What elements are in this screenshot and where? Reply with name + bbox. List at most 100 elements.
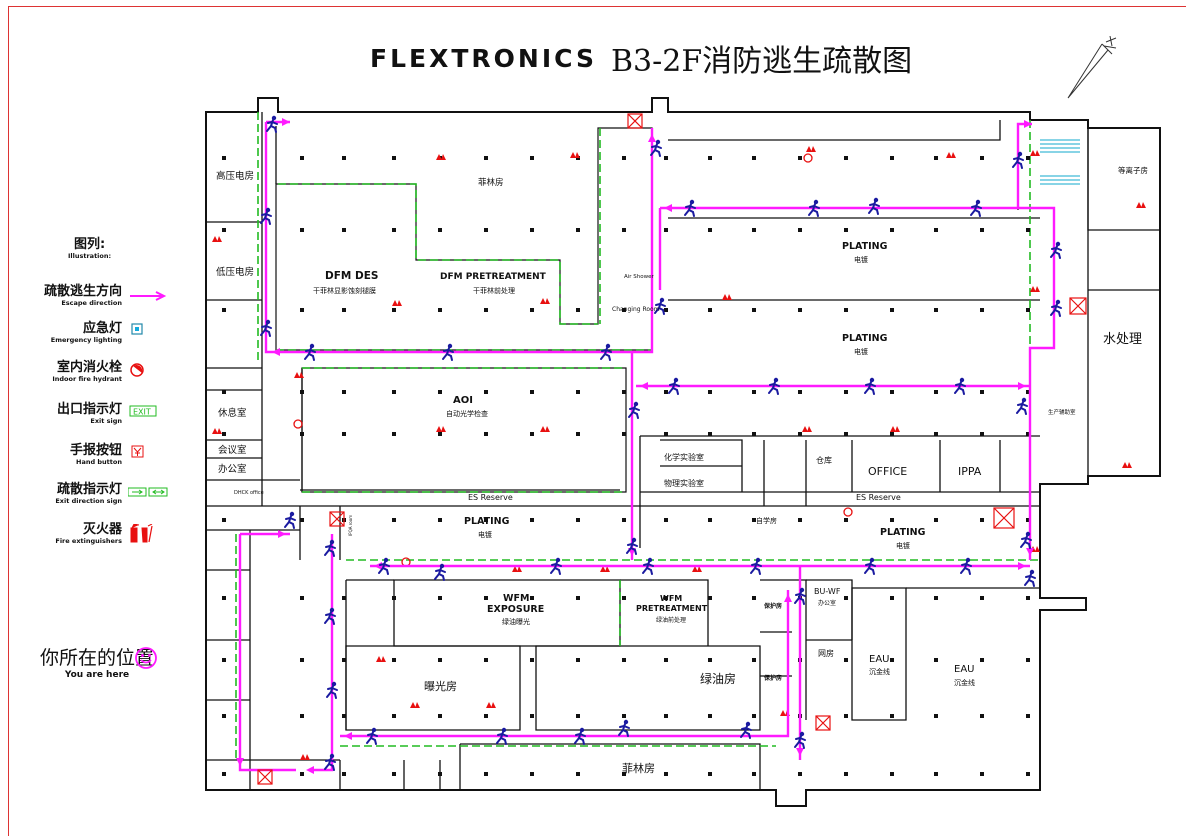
column-dot xyxy=(980,658,984,662)
running-man-icon xyxy=(378,557,390,575)
running-man-icon xyxy=(304,343,316,361)
column-dot xyxy=(890,156,894,160)
column-dot xyxy=(798,518,802,522)
room-label: IPPA xyxy=(958,465,982,478)
extinguisher-icon xyxy=(436,426,446,432)
running-man-icon xyxy=(574,727,586,745)
room-labels: 高压电房 低压电房 菲林房 DFM DES 干菲林显影蚀刻褪膜 DFM PRET… xyxy=(216,165,1148,775)
column-dot xyxy=(622,714,626,718)
column-dot xyxy=(890,228,894,232)
north-arrow-icon xyxy=(1067,36,1117,99)
column-dot xyxy=(530,432,534,436)
column-dot xyxy=(890,714,894,718)
column-dot xyxy=(576,390,580,394)
stair-exit-icon xyxy=(257,769,273,785)
running-man-icon xyxy=(868,197,880,215)
column-dot xyxy=(300,596,304,600)
column-dot xyxy=(222,596,226,600)
column-dot xyxy=(890,772,894,776)
column-dot xyxy=(1026,518,1030,522)
running-man-icon xyxy=(684,199,696,217)
column-dot xyxy=(798,772,802,776)
column-dot xyxy=(844,308,848,312)
column-dot xyxy=(392,658,396,662)
route-arrowhead xyxy=(648,134,656,142)
column-dot xyxy=(890,390,894,394)
column-dot xyxy=(1026,714,1030,718)
extinguisher-icon xyxy=(540,426,550,432)
extinguisher-icon xyxy=(890,426,900,432)
room-label: PLATING xyxy=(880,527,926,538)
room-label: Air Shower xyxy=(624,274,655,280)
column-dot xyxy=(342,308,346,312)
column-dot xyxy=(530,390,534,394)
fire-equipment-markers xyxy=(212,146,1146,760)
room-label: 沉金线 xyxy=(869,667,890,676)
route-arrowhead xyxy=(784,594,792,602)
column-dot xyxy=(752,714,756,718)
running-man-icon xyxy=(324,753,336,771)
route-arrowhead xyxy=(640,382,648,390)
room-label: EAU xyxy=(954,664,974,675)
column-dot xyxy=(576,432,580,436)
room-label: 保护房 xyxy=(763,674,782,682)
room-label: 电镀 xyxy=(478,530,492,539)
column-dot xyxy=(934,228,938,232)
room-label: 休息室 xyxy=(218,407,247,419)
column-dot xyxy=(844,714,848,718)
route-arrowhead xyxy=(306,766,314,774)
column-dot xyxy=(980,228,984,232)
route-arrowhead xyxy=(1018,562,1026,570)
column-dot xyxy=(392,518,396,522)
column-dot xyxy=(1026,596,1030,600)
column-dot xyxy=(664,714,668,718)
room-label: 高压电房 xyxy=(216,170,254,182)
running-man-icon xyxy=(794,731,806,749)
legend-label-en: Emergency lighting xyxy=(50,336,122,344)
column-dot xyxy=(1026,432,1030,436)
legend-label-en: Hand button xyxy=(76,458,122,466)
column-dot xyxy=(576,772,580,776)
legend-label-cn: 室内消火栓 xyxy=(56,360,122,375)
column-dot xyxy=(530,772,534,776)
column-dot xyxy=(752,432,756,436)
column-dot xyxy=(1026,390,1030,394)
running-man-icon xyxy=(794,587,806,605)
column-dot xyxy=(222,772,226,776)
column-dot xyxy=(1026,308,1030,312)
column-dot xyxy=(844,432,848,436)
extinguisher-icon xyxy=(410,702,420,708)
column-dot xyxy=(980,308,984,312)
fire-partition-lines xyxy=(235,112,1040,760)
column-dot xyxy=(664,518,668,522)
room-label: ES Reserve xyxy=(856,493,901,502)
column-dot xyxy=(222,658,226,662)
column-dot xyxy=(890,432,894,436)
extinguisher-icon xyxy=(392,300,402,306)
room-label: EXPOSURE xyxy=(487,604,544,615)
running-man-icon xyxy=(654,297,666,315)
column-dot xyxy=(438,596,442,600)
column-dot xyxy=(844,658,848,662)
route-arrowhead xyxy=(236,758,244,766)
room-label: BU-WF xyxy=(814,587,841,596)
column-dot xyxy=(222,432,226,436)
column-dot xyxy=(438,432,442,436)
column-dot xyxy=(484,658,488,662)
column-dot xyxy=(530,228,534,232)
running-man-icon xyxy=(626,537,638,555)
extinguisher-icon xyxy=(802,426,812,432)
column-dot xyxy=(342,658,346,662)
column-dot xyxy=(890,308,894,312)
column-dot xyxy=(576,596,580,600)
room-label: 菲林房 xyxy=(622,761,655,775)
route-arrowhead xyxy=(664,204,672,212)
extinguisher-icon xyxy=(570,152,580,158)
column-dot xyxy=(708,156,712,160)
room-label: WFM xyxy=(503,593,529,604)
column-dot xyxy=(438,308,442,312)
